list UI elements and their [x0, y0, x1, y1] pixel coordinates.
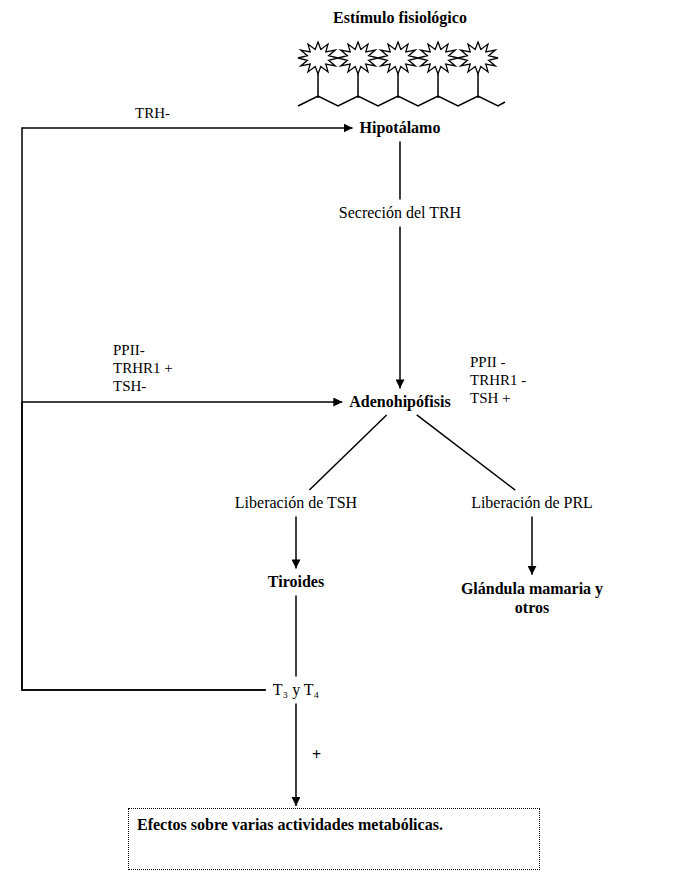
node-text: Glándula mamaria y otros	[461, 579, 603, 617]
connector-arrow	[309, 415, 386, 490]
axon-line	[437, 74, 439, 98]
neuron-axons	[298, 74, 505, 106]
neuron-bodies	[298, 42, 498, 74]
node-text: Liberación de TSH	[235, 493, 357, 512]
target-organ: Glándula mamaria y otros	[456, 577, 608, 619]
node-text: Tiroides	[268, 572, 324, 591]
regulation-label: TSH-	[113, 377, 146, 395]
neuron-body	[298, 42, 338, 74]
connector-arrow	[399, 227, 401, 389]
stimulus-title: Estímulo fisiológico	[333, 9, 467, 27]
connector-arrow	[531, 517, 533, 575]
regulation-label: TRHR1 -	[470, 371, 526, 389]
node-text: Secreción del TRH	[339, 203, 461, 222]
edge-label: +	[310, 746, 323, 764]
regulation-label: TRHR1 +	[113, 359, 173, 377]
process-step: Secreción del TRH	[334, 201, 466, 224]
brain-region: Hipotálamo	[355, 116, 446, 139]
hormone-node: T₃ y T₄	[268, 678, 324, 701]
node-text: T₃ y T₄	[273, 680, 319, 699]
neuron-body	[458, 42, 498, 74]
connector-arrow	[295, 517, 297, 569]
process-step: Liberación de TSH	[230, 491, 362, 514]
regulation-label: PPII-	[113, 341, 145, 359]
connector-arrow	[295, 704, 297, 806]
neuron-body	[378, 42, 418, 74]
node-text: Efectos sobre varias actividades metaból…	[137, 815, 531, 834]
axon-line	[357, 74, 359, 98]
neuron-body	[418, 42, 458, 74]
effects-box: Efectos sobre varias actividades metaból…	[128, 808, 540, 870]
node-text: Adenohipófisis	[349, 392, 450, 411]
connector-arrow	[22, 128, 353, 690]
gland-region: Tiroides	[263, 570, 329, 593]
connector-arrow	[399, 142, 401, 200]
connector-arrow	[22, 402, 342, 690]
node-text: Hipotálamo	[360, 118, 441, 137]
regulation-label: TSH +	[470, 389, 511, 407]
axon-line	[477, 74, 479, 98]
neuron-body	[338, 42, 378, 74]
node-text: Liberación de PRL	[471, 493, 593, 512]
process-step: Liberación de PRL	[466, 491, 598, 514]
regulation-label: TRH-	[135, 104, 170, 122]
gland-region: Adenohipófisis	[344, 390, 455, 413]
connector-arrow	[295, 596, 297, 677]
connector-arrow	[417, 415, 516, 490]
axon-line	[317, 74, 319, 98]
axon-terminals	[298, 96, 505, 106]
axon-line	[397, 74, 399, 98]
regulation-label: PPII -	[470, 353, 505, 371]
